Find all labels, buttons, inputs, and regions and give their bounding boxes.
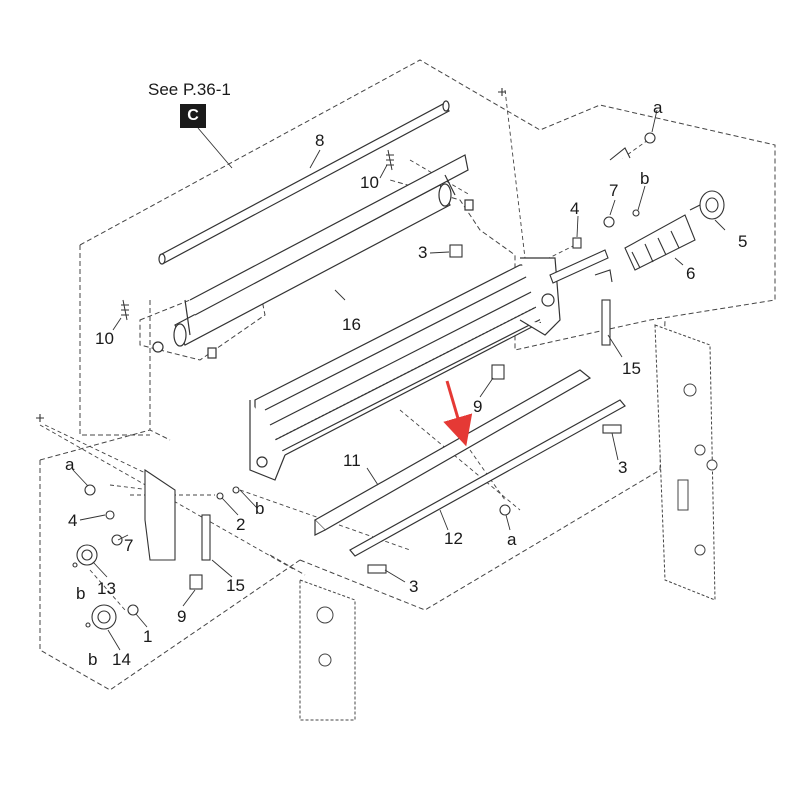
callout-a-mid: a bbox=[507, 530, 517, 549]
spring-10-left bbox=[121, 299, 129, 321]
side-frame-right bbox=[654, 324, 718, 601]
spring-10-top bbox=[386, 149, 394, 171]
callout-7-left: 7 bbox=[124, 536, 134, 555]
bar-11 bbox=[314, 369, 592, 536]
callout-3-bottom: 3 bbox=[409, 577, 419, 596]
callout-4-left: 4 bbox=[68, 511, 78, 530]
callout-a-left: a bbox=[65, 455, 75, 474]
callout-leaders bbox=[72, 109, 726, 651]
callout-14: 14 bbox=[112, 650, 131, 669]
roller-16 bbox=[152, 154, 474, 359]
callout-2: 2 bbox=[236, 515, 246, 534]
callout-b-left1: b bbox=[76, 584, 86, 603]
callout-1: 1 bbox=[143, 627, 153, 646]
callout-3-right: 3 bbox=[618, 458, 628, 477]
callout-7-top: 7 bbox=[609, 181, 619, 200]
callout-12: 12 bbox=[444, 529, 463, 548]
leader-lines bbox=[39, 89, 649, 611]
right-side-parts bbox=[549, 132, 725, 284]
side-frame-left bbox=[299, 579, 356, 721]
callout-15-right: 15 bbox=[622, 359, 641, 378]
main-frame-assembly bbox=[249, 257, 561, 481]
roller-8 bbox=[158, 100, 450, 265]
callout-b-mid: b bbox=[255, 499, 265, 518]
highlight-arrow bbox=[443, 380, 473, 447]
callout-15-left: 15 bbox=[226, 576, 245, 595]
callout-b-top: b bbox=[640, 169, 650, 188]
left-side-parts bbox=[72, 468, 240, 630]
callout-9-right: 9 bbox=[473, 397, 483, 416]
bar-12 bbox=[349, 399, 626, 557]
callout-13: 13 bbox=[97, 579, 116, 598]
callout-8: 8 bbox=[315, 131, 325, 150]
callout-10-top: 10 bbox=[360, 173, 379, 192]
callout-b-left2: b bbox=[88, 650, 98, 669]
callout-3-top: 3 bbox=[418, 243, 428, 262]
callout-9-left: 9 bbox=[177, 607, 187, 626]
callout-10-left: 10 bbox=[95, 329, 114, 348]
callout-a-top: a bbox=[653, 98, 663, 117]
callout-11: 11 bbox=[343, 451, 361, 470]
callout-16: 16 bbox=[342, 315, 361, 334]
callout-5: 5 bbox=[738, 232, 748, 251]
callout-6: 6 bbox=[686, 264, 696, 283]
callout-4-top: 4 bbox=[570, 199, 580, 218]
reference-badge: C bbox=[180, 104, 206, 128]
page-reference: See P.36-1 bbox=[148, 80, 231, 99]
